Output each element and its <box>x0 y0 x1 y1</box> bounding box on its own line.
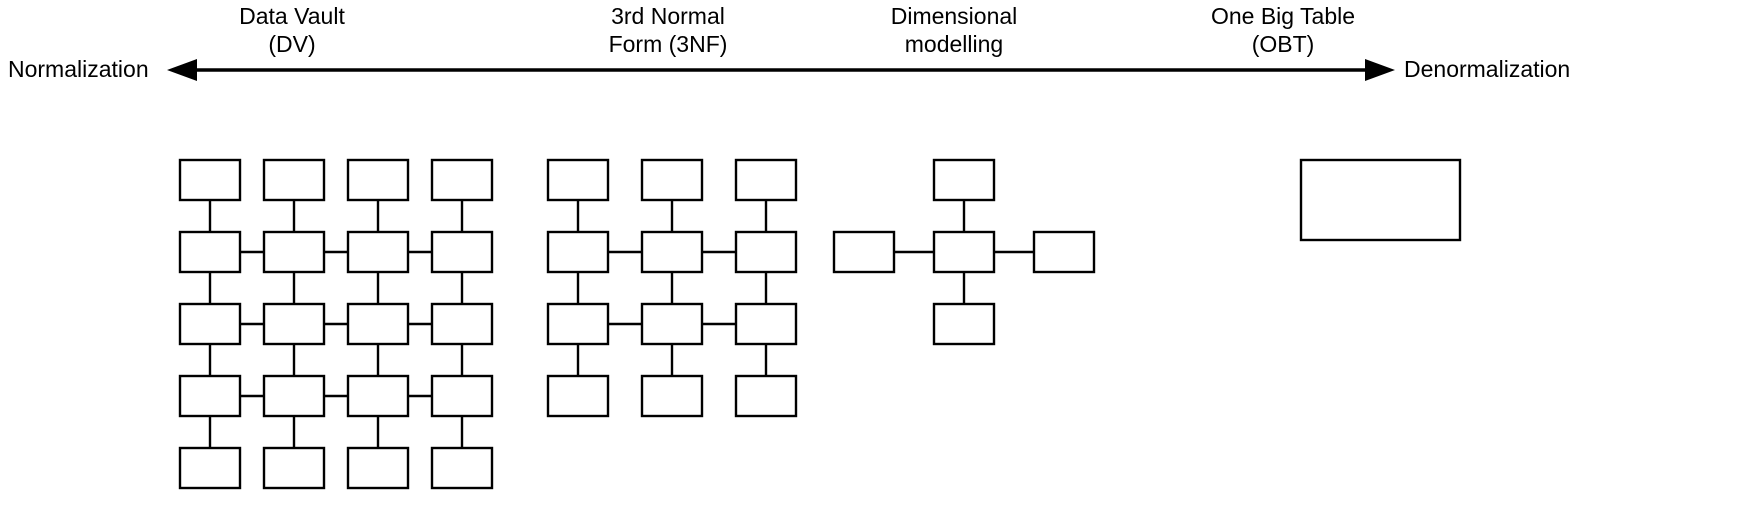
stage-label-data-vault: Data Vault (DV) <box>239 3 345 57</box>
dv-table-node <box>262 374 326 418</box>
stage-label-one-big-table: One Big Table (OBT) <box>1210 3 1356 57</box>
cluster-third-normal-form <box>546 158 798 418</box>
dv-table-node <box>346 446 410 490</box>
tnf-table-node <box>734 158 798 202</box>
dv-table-node <box>430 446 494 490</box>
tnf-table-node <box>640 374 704 418</box>
axis-label-normalization: Normalization <box>8 56 149 82</box>
dv-table-node <box>430 302 494 346</box>
dv-nodes <box>178 158 494 490</box>
obt-table-node <box>1299 158 1462 242</box>
dv-table-node <box>262 446 326 490</box>
tnf-table-node <box>734 230 798 274</box>
dim-dimension-node-bottom <box>932 302 996 346</box>
arrowhead-right-icon <box>1365 59 1395 81</box>
cluster-dimensional-modelling <box>832 158 1096 346</box>
dv-links <box>208 200 464 448</box>
dim-dimension-node-right <box>1032 230 1096 274</box>
tnf-table-node <box>546 374 610 418</box>
dim-fact-node-center <box>932 230 996 274</box>
stage-label-dimensional-modelling: Dimensional modelling <box>890 3 1018 57</box>
tnf-table-node <box>640 302 704 346</box>
dim-nodes <box>832 158 1096 346</box>
arrowhead-left-icon <box>167 59 197 81</box>
normalization-axis-arrow <box>167 59 1395 81</box>
tnf-table-node <box>640 230 704 274</box>
dv-table-node <box>430 374 494 418</box>
dv-table-node <box>346 158 410 202</box>
dv-table-node <box>178 230 242 274</box>
dim-links <box>894 200 1034 304</box>
dim-dimension-node-top <box>932 158 996 202</box>
dv-table-node <box>262 302 326 346</box>
dv-table-node <box>346 302 410 346</box>
dim-dimension-node-left <box>832 230 896 274</box>
cluster-data-vault <box>178 158 494 490</box>
dv-table-node <box>430 230 494 274</box>
tnf-table-node <box>640 158 704 202</box>
dv-table-node <box>178 446 242 490</box>
dv-table-node <box>346 374 410 418</box>
cluster-one-big-table <box>1299 158 1462 242</box>
dv-table-node <box>346 230 410 274</box>
axis-label-denormalization: Denormalization <box>1404 56 1571 82</box>
tnf-table-node <box>734 374 798 418</box>
tnf-table-node <box>546 302 610 346</box>
tnf-links <box>576 200 768 376</box>
dv-table-node <box>178 158 242 202</box>
dv-table-node <box>178 302 242 346</box>
tnf-table-node <box>546 230 610 274</box>
tnf-nodes <box>546 158 798 418</box>
tnf-table-node <box>546 158 610 202</box>
dv-table-node <box>430 158 494 202</box>
dv-table-node <box>178 374 242 418</box>
dv-table-node <box>262 158 326 202</box>
dv-table-node <box>262 230 326 274</box>
stage-label-third-normal-form: 3rd Normal Form (3NF) <box>608 3 728 57</box>
tnf-table-node <box>734 302 798 346</box>
